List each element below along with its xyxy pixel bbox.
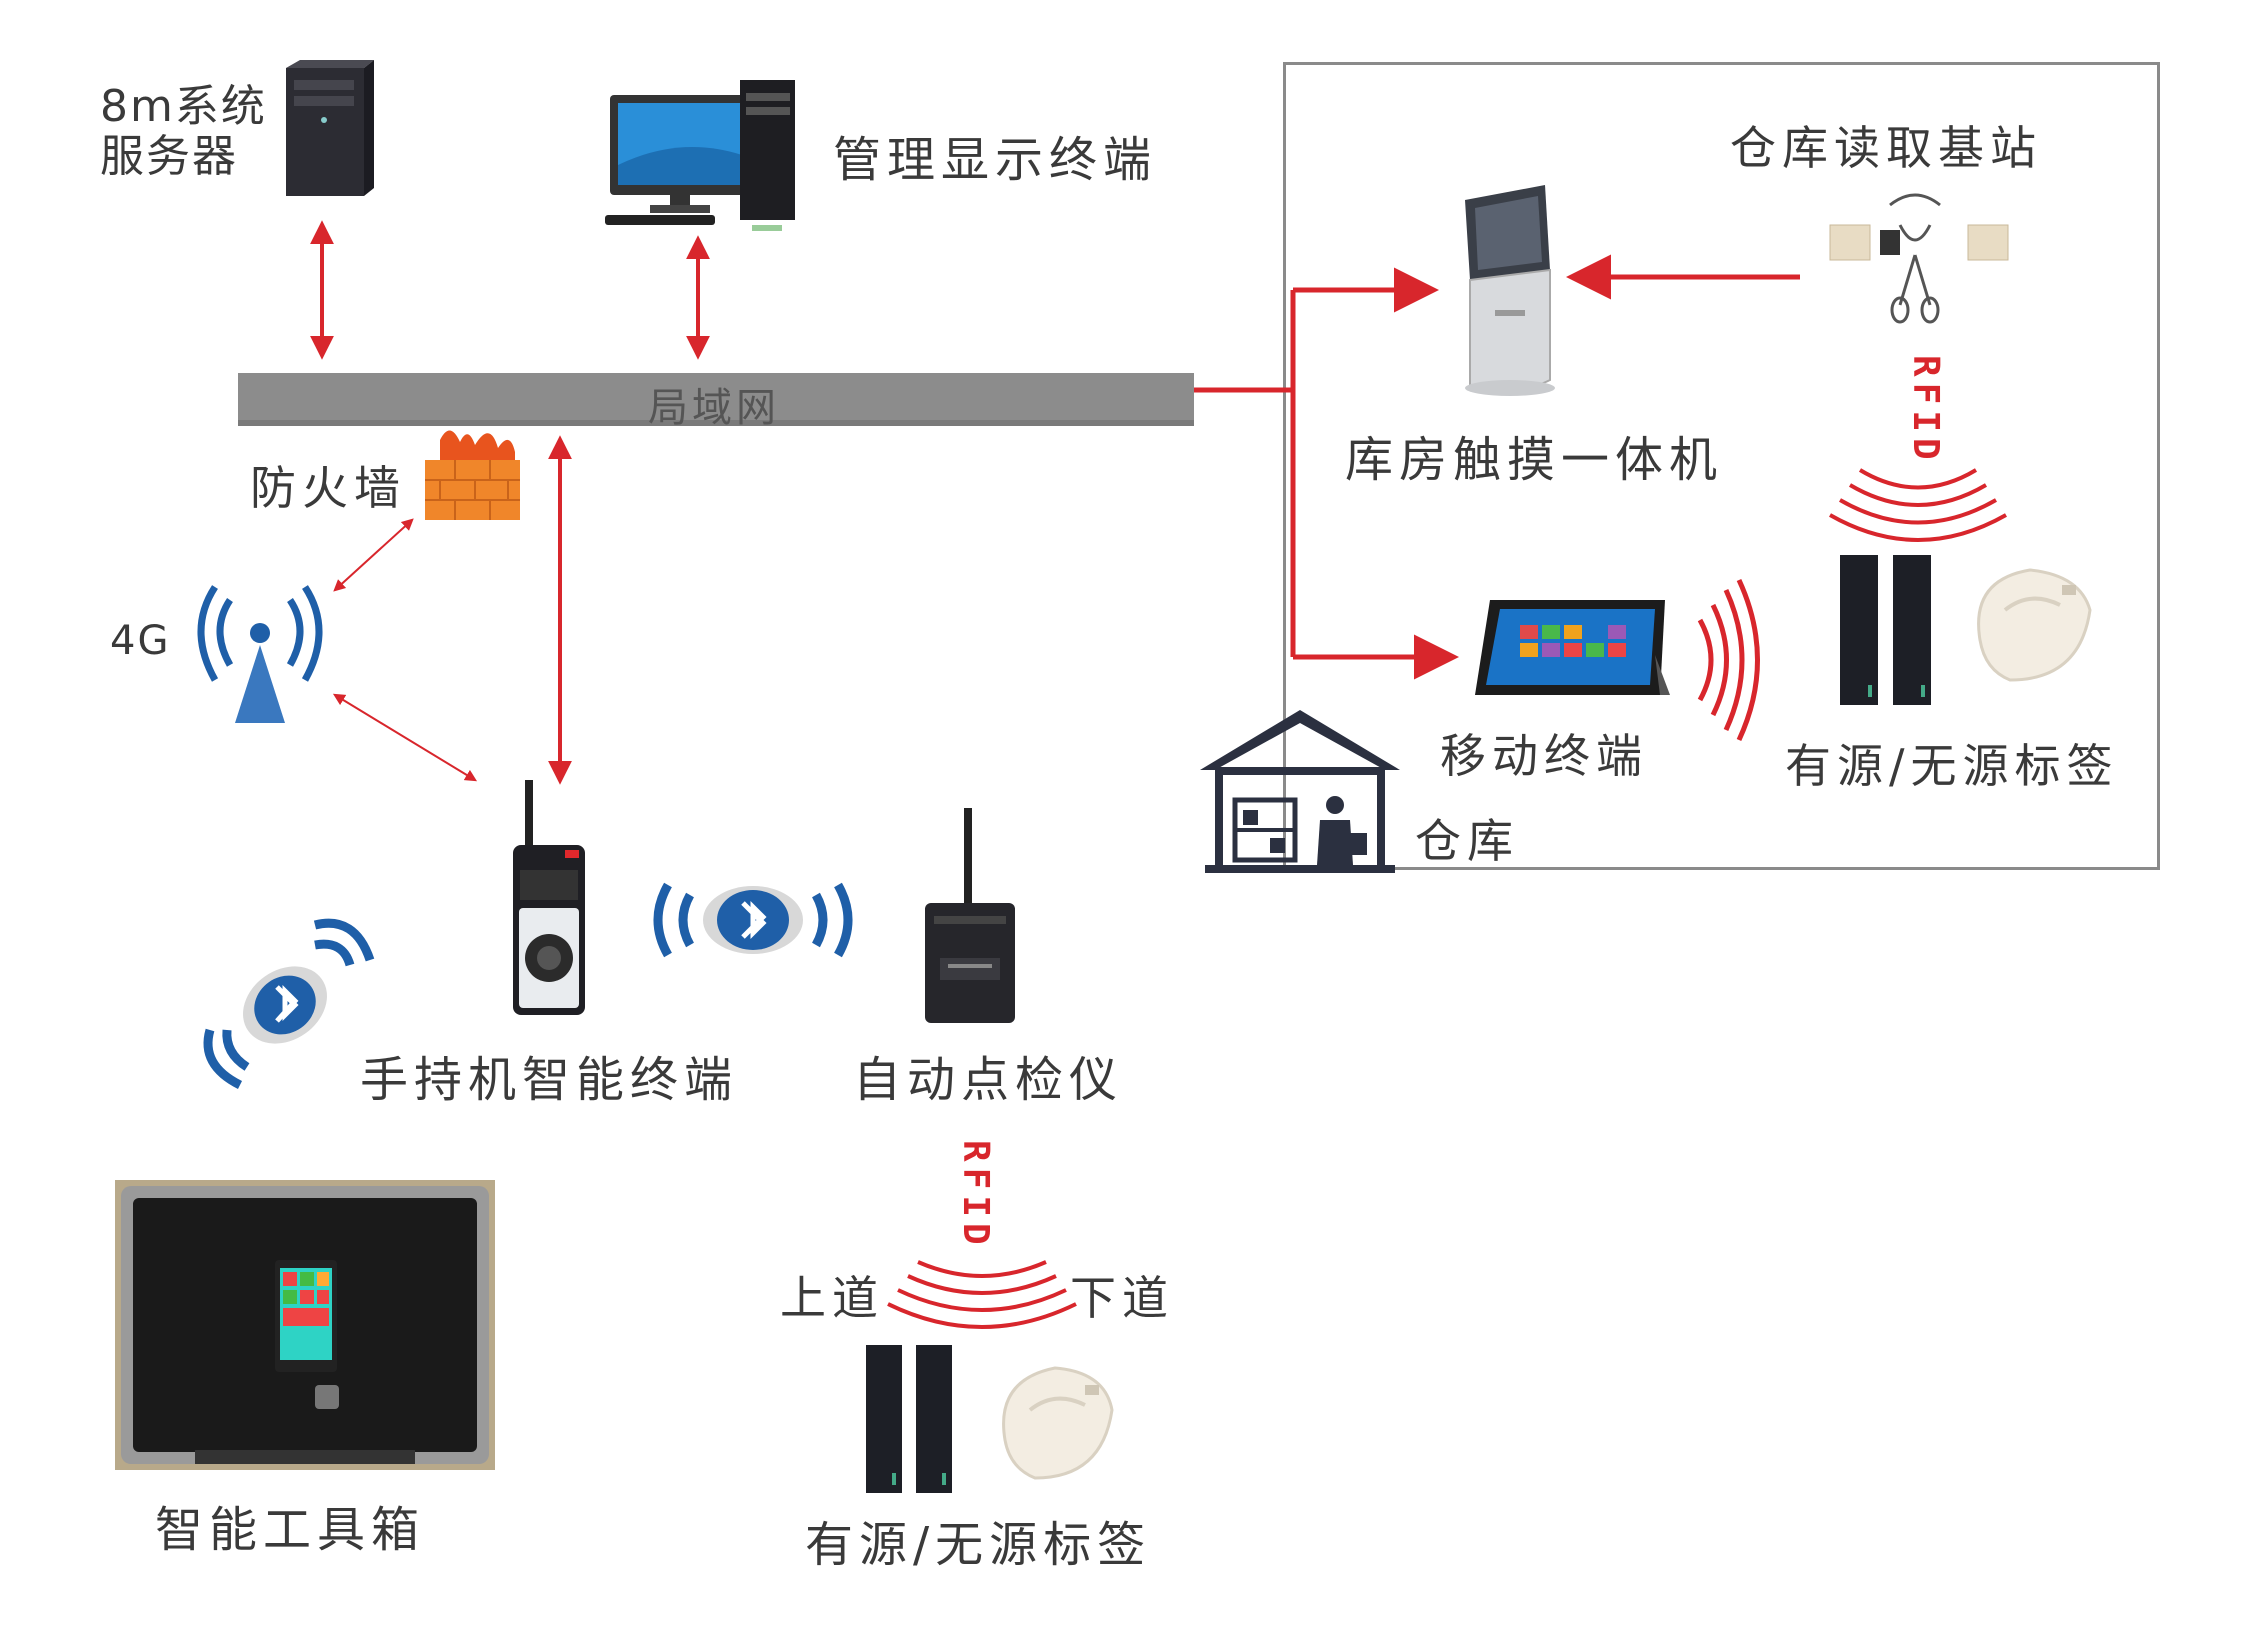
bluetooth-icon-left	[203, 918, 375, 1090]
warehouse-region	[1283, 62, 2160, 870]
rfid-waves-bottom	[887, 1260, 1077, 1329]
bluetooth-icon-center	[653, 882, 853, 958]
kiosk-icon	[1465, 185, 1555, 396]
rfid-bottom-label: RFID	[955, 1140, 996, 1251]
warehouse-base-label: 仓库读取基站	[1730, 121, 2042, 175]
checker-device-icon	[925, 808, 1015, 1023]
mobile-terminal-label: 移动终端	[1440, 729, 1648, 783]
cell-tower-icon	[197, 585, 323, 723]
arrow-firewall-4g	[333, 518, 414, 592]
tablet-icon	[1475, 600, 1670, 695]
up-lane-label: 上道	[780, 1271, 884, 1325]
warehouse-icon	[1200, 710, 1400, 873]
handheld-label: 手持机智能终端	[360, 1052, 739, 1108]
firewall-icon	[425, 430, 520, 520]
warehouse-label: 仓库	[1415, 814, 1519, 868]
server-label-line1: 8m系统	[100, 81, 267, 132]
toolbox-label: 智能工具箱	[155, 1502, 426, 1558]
walkie-talkie-icon	[513, 780, 585, 1015]
desktop-computer-icon	[605, 80, 795, 231]
arrow-4g-handheld	[332, 693, 478, 782]
lan-bar: 局域网	[238, 373, 1194, 431]
lan-label: 局域网	[648, 385, 780, 431]
touch-kiosk-label: 库房触摸一体机	[1345, 432, 1724, 488]
rfid-gate-icon-right	[1840, 555, 1931, 705]
rfid-tag-icon-right	[1977, 568, 2092, 682]
network-4g-label: 4G	[110, 618, 171, 664]
rfid-tag-icon-bottom	[1002, 1366, 1114, 1480]
server-tower-icon	[286, 60, 374, 196]
line-lan-warehouse	[1194, 290, 1296, 393]
rfid-waves-tablet	[1697, 578, 1760, 742]
server-label-line2: 服务器	[100, 131, 238, 182]
down-lane-label: 下道	[1070, 1271, 1174, 1325]
rfid-waves-right	[1829, 468, 2007, 542]
rfid-gate-icon-bottom	[866, 1345, 952, 1493]
mgmt-terminal-label: 管理显示终端	[833, 132, 1158, 188]
auto-checker-label: 自动点检仪	[853, 1052, 1124, 1108]
tags-bottom-label: 有源/无源标签	[805, 1517, 1152, 1573]
toolbox-icon	[115, 1180, 495, 1470]
server-label: 8m系统 服务器	[100, 82, 267, 182]
tags-right-label: 有源/无源标签	[1785, 739, 2119, 793]
firewall-label: 防火墙	[250, 461, 406, 515]
rfid-reader-icon	[1829, 193, 2009, 324]
rfid-right-label: RFID	[1905, 355, 1946, 466]
